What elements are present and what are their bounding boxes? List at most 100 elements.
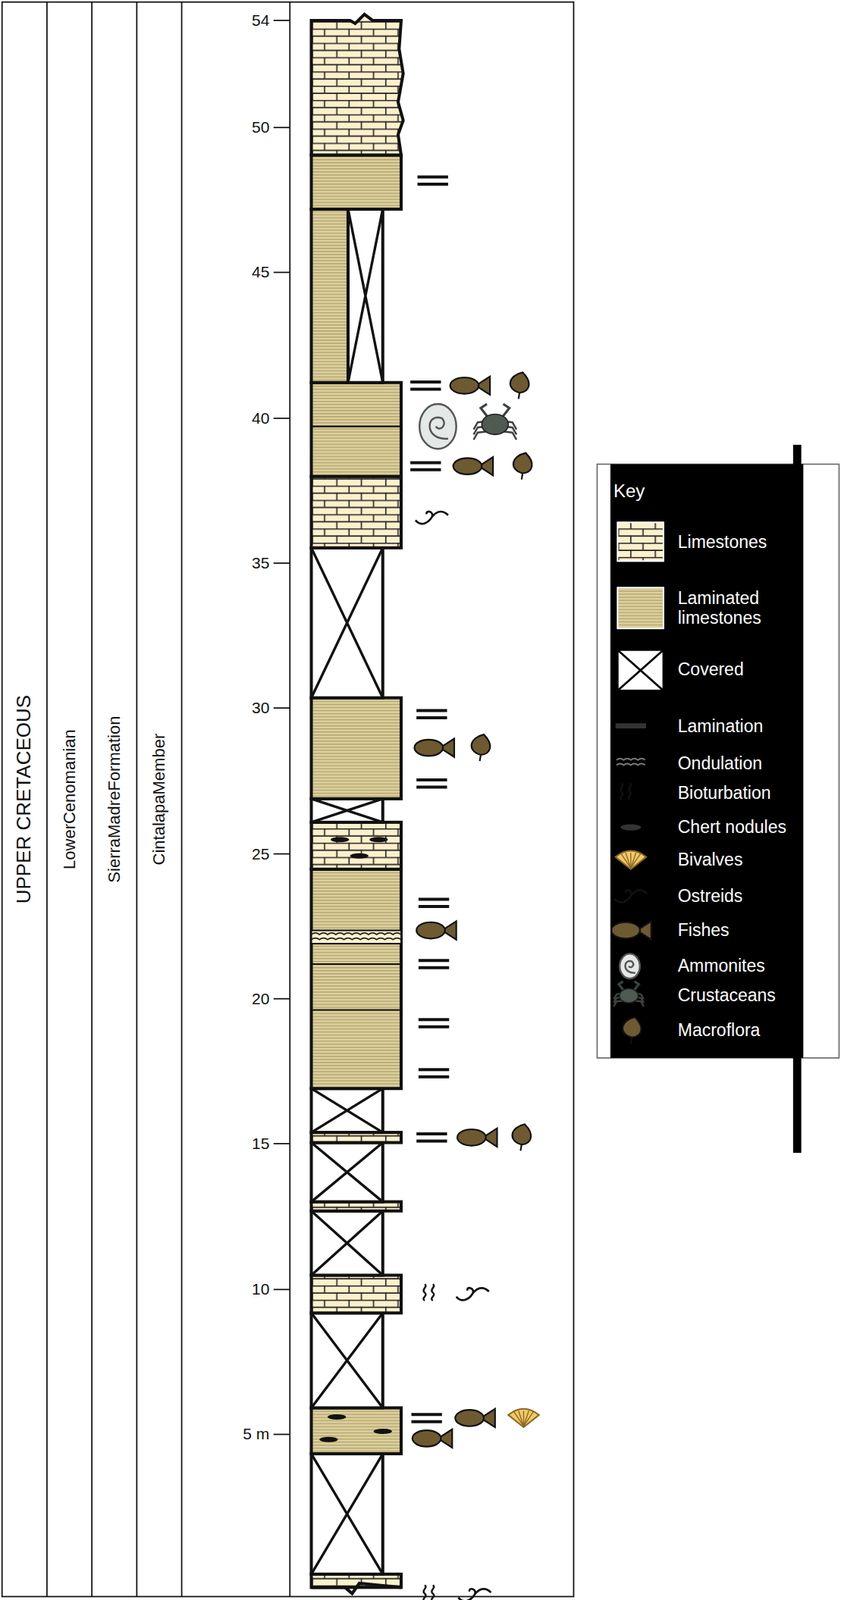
covered-interval bbox=[311, 1088, 383, 1133]
legend-text: Ammonites bbox=[677, 956, 766, 976]
fish-body bbox=[611, 922, 641, 940]
depth-label: 5 m bbox=[193, 1425, 270, 1444]
legend-frame bbox=[596, 464, 839, 1058]
bioturbation-symbol bbox=[431, 1586, 434, 1600]
crab-claw bbox=[633, 982, 640, 992]
band-label-holder: SierraMadreFormation bbox=[91, 2, 137, 1598]
leaf-symbol bbox=[513, 453, 533, 481]
lamination-symbol bbox=[416, 710, 447, 718]
chert-nodule bbox=[330, 837, 349, 843]
fish-symbol bbox=[455, 1409, 495, 1428]
depth-tick bbox=[273, 562, 291, 565]
legend-panel bbox=[610, 464, 804, 1058]
laminated-limestone-bed bbox=[311, 698, 402, 800]
chert-nodule bbox=[319, 1437, 338, 1444]
stratigraphic-band: LowerCenomanian bbox=[47, 2, 92, 1598]
legend-bar bbox=[793, 445, 802, 1154]
bioturbation-symbol bbox=[620, 784, 623, 801]
fish-symbol bbox=[457, 1129, 497, 1148]
legend-text: Ostreids bbox=[677, 886, 744, 907]
bivalve-symbol bbox=[508, 1409, 539, 1428]
ammonite-shell bbox=[619, 953, 641, 980]
covered-cross bbox=[311, 1143, 383, 1203]
band-divider bbox=[46, 2, 48, 1598]
legend-text: Bivalves bbox=[677, 850, 744, 870]
limestone-bed bbox=[311, 14, 404, 156]
ostreid-symbol bbox=[458, 1589, 491, 1600]
legend-swatch bbox=[617, 649, 664, 691]
legend-text: Fishes bbox=[677, 920, 730, 941]
laminated-limestone-bed bbox=[311, 155, 402, 210]
band-label-holder: LowerCenomanian bbox=[47, 2, 92, 1598]
lamination-symbol bbox=[411, 1415, 442, 1422]
crustacean-symbol bbox=[473, 404, 518, 440]
depth-label: 50 bbox=[193, 118, 270, 137]
limestone-bed bbox=[311, 476, 402, 549]
bivalve-shell bbox=[508, 1409, 539, 1428]
covered-cross bbox=[311, 1088, 383, 1133]
laminated-limestone-bed bbox=[311, 382, 402, 477]
crustacean-symbol bbox=[613, 982, 644, 1008]
covered-interval bbox=[311, 548, 383, 699]
crab-body bbox=[481, 414, 509, 435]
depth-label: 45 bbox=[193, 263, 270, 282]
chert-nodule bbox=[327, 1415, 346, 1421]
band-label-holder: UPPER CRETACEOUS bbox=[2, 2, 48, 1598]
fish-symbol bbox=[453, 457, 493, 476]
legend-text: Ondulation bbox=[677, 753, 763, 774]
laminated-limestone-bed bbox=[311, 869, 402, 1089]
depth-tick bbox=[273, 998, 291, 1001]
depth-tick bbox=[273, 1434, 291, 1437]
covered-interval bbox=[311, 799, 383, 823]
legend-heading: Key bbox=[613, 480, 645, 503]
legend-swatch-cross bbox=[617, 649, 664, 691]
crab-claw bbox=[502, 404, 509, 418]
leaf-symbol bbox=[512, 1124, 532, 1152]
band-divider bbox=[91, 2, 93, 1598]
fish-body bbox=[457, 1129, 487, 1147]
chert-nodule bbox=[369, 837, 388, 843]
stratigraphic-band: CintalapaMember bbox=[136, 2, 182, 1598]
ammonite-whorl bbox=[429, 417, 449, 440]
legend-text: Bioturbation bbox=[677, 783, 772, 804]
covered-interval bbox=[348, 209, 383, 383]
lamination-symbol bbox=[418, 899, 449, 907]
legend-text: Laminated limestones bbox=[677, 588, 792, 629]
bed-boundary bbox=[311, 1010, 402, 1012]
bivalve-rib bbox=[518, 1412, 525, 1428]
depth-tick bbox=[273, 19, 291, 22]
lamination-symbol bbox=[417, 177, 449, 185]
bioturbation-symbol bbox=[423, 1285, 426, 1303]
legend-text: Chert nodules bbox=[677, 817, 787, 838]
leaf-symbol bbox=[622, 1017, 642, 1045]
section-break bbox=[311, 1584, 402, 1595]
covered-interval bbox=[311, 1313, 383, 1409]
depth-label: 15 bbox=[193, 1135, 270, 1154]
depth-label: 30 bbox=[193, 699, 270, 718]
legend-text: Limestones bbox=[677, 532, 768, 553]
lamination-symbol bbox=[418, 960, 449, 968]
depth-tick bbox=[273, 272, 291, 274]
crab-claw bbox=[618, 982, 625, 992]
fish-symbol bbox=[450, 376, 490, 396]
ammonite-symbol bbox=[419, 404, 456, 449]
band-divider bbox=[181, 2, 183, 1598]
fish-body bbox=[453, 458, 483, 475]
bed-boundary bbox=[311, 963, 402, 966]
chert-symbol bbox=[620, 825, 641, 832]
leaf-symbol bbox=[510, 372, 530, 399]
depth-label: 20 bbox=[193, 990, 270, 1009]
ammonite-shell bbox=[419, 404, 456, 449]
fossil-symbols bbox=[410, 177, 540, 1600]
lamination-symbol bbox=[615, 723, 647, 729]
lamination-symbol bbox=[410, 462, 441, 470]
fish-symbol bbox=[412, 1430, 452, 1449]
depth-label: 54 bbox=[193, 11, 270, 30]
fish-body bbox=[416, 922, 446, 940]
ostreid-symbol bbox=[415, 511, 449, 525]
ondulation-line bbox=[311, 933, 402, 936]
bivalve-rib bbox=[630, 853, 641, 869]
covered-interval bbox=[311, 1454, 383, 1576]
band-divider bbox=[135, 2, 138, 1598]
covered-interval bbox=[311, 1143, 383, 1203]
